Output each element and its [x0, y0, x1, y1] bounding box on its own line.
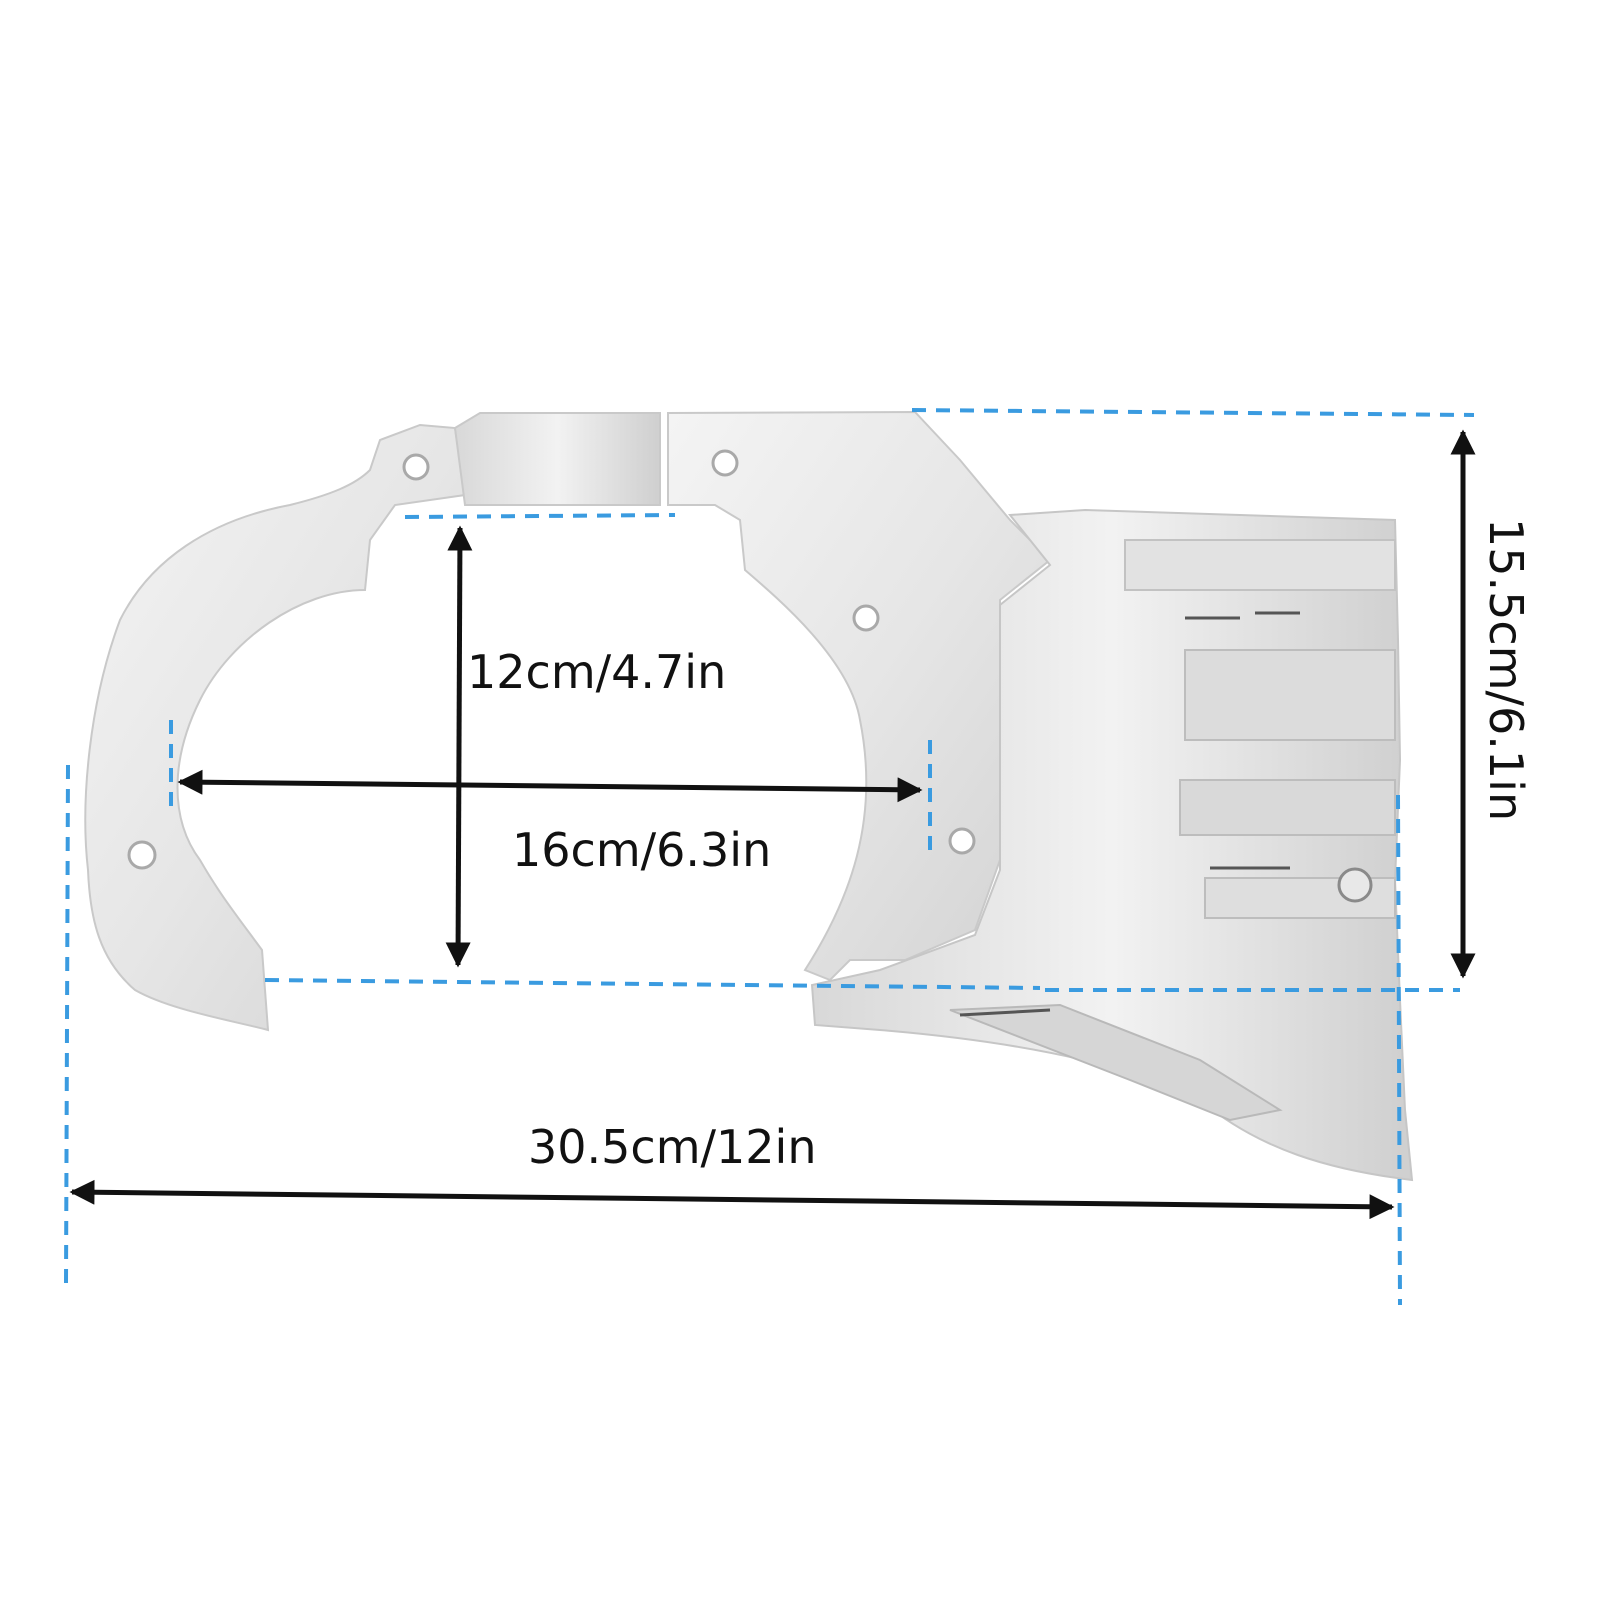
part-rib	[1179, 779, 1396, 836]
guide-inner-top	[404, 513, 676, 519]
arrow-overall-width	[69, 1179, 1395, 1220]
part-accent-mark	[959, 1008, 1051, 1017]
guide-right	[1396, 794, 1402, 1306]
arrow-inner-height	[445, 525, 473, 968]
label-inner-width: 16cm/6.3in	[512, 823, 771, 877]
label-overall-width: 30.5cm/12in	[528, 1120, 817, 1174]
mounting-hole	[127, 840, 157, 870]
part-rib	[1124, 539, 1396, 591]
part-lower-fin	[949, 1003, 1283, 1122]
mounting-hole	[852, 604, 880, 632]
label-inner-height: 12cm/4.7in	[467, 645, 726, 699]
guide-inner-bottom	[264, 978, 1041, 990]
mounting-hole	[948, 827, 976, 855]
guide-top	[911, 408, 1475, 417]
dimension-arrows	[69, 429, 1476, 1220]
mounting-hole	[402, 453, 430, 481]
mounting-hole	[711, 449, 739, 477]
part-top-tab	[453, 412, 661, 506]
guide-lines	[64, 408, 1475, 1306]
mounting-stud	[1337, 867, 1373, 903]
part-rib	[1184, 649, 1396, 741]
arrow-inner-width	[177, 769, 923, 803]
label-overall-height: 15.5cm/6.1in	[1479, 518, 1533, 821]
part-left-bracket	[84, 423, 467, 1032]
chrome-cover-part-illustration	[84, 410, 1414, 1182]
guide-left	[64, 764, 70, 1286]
